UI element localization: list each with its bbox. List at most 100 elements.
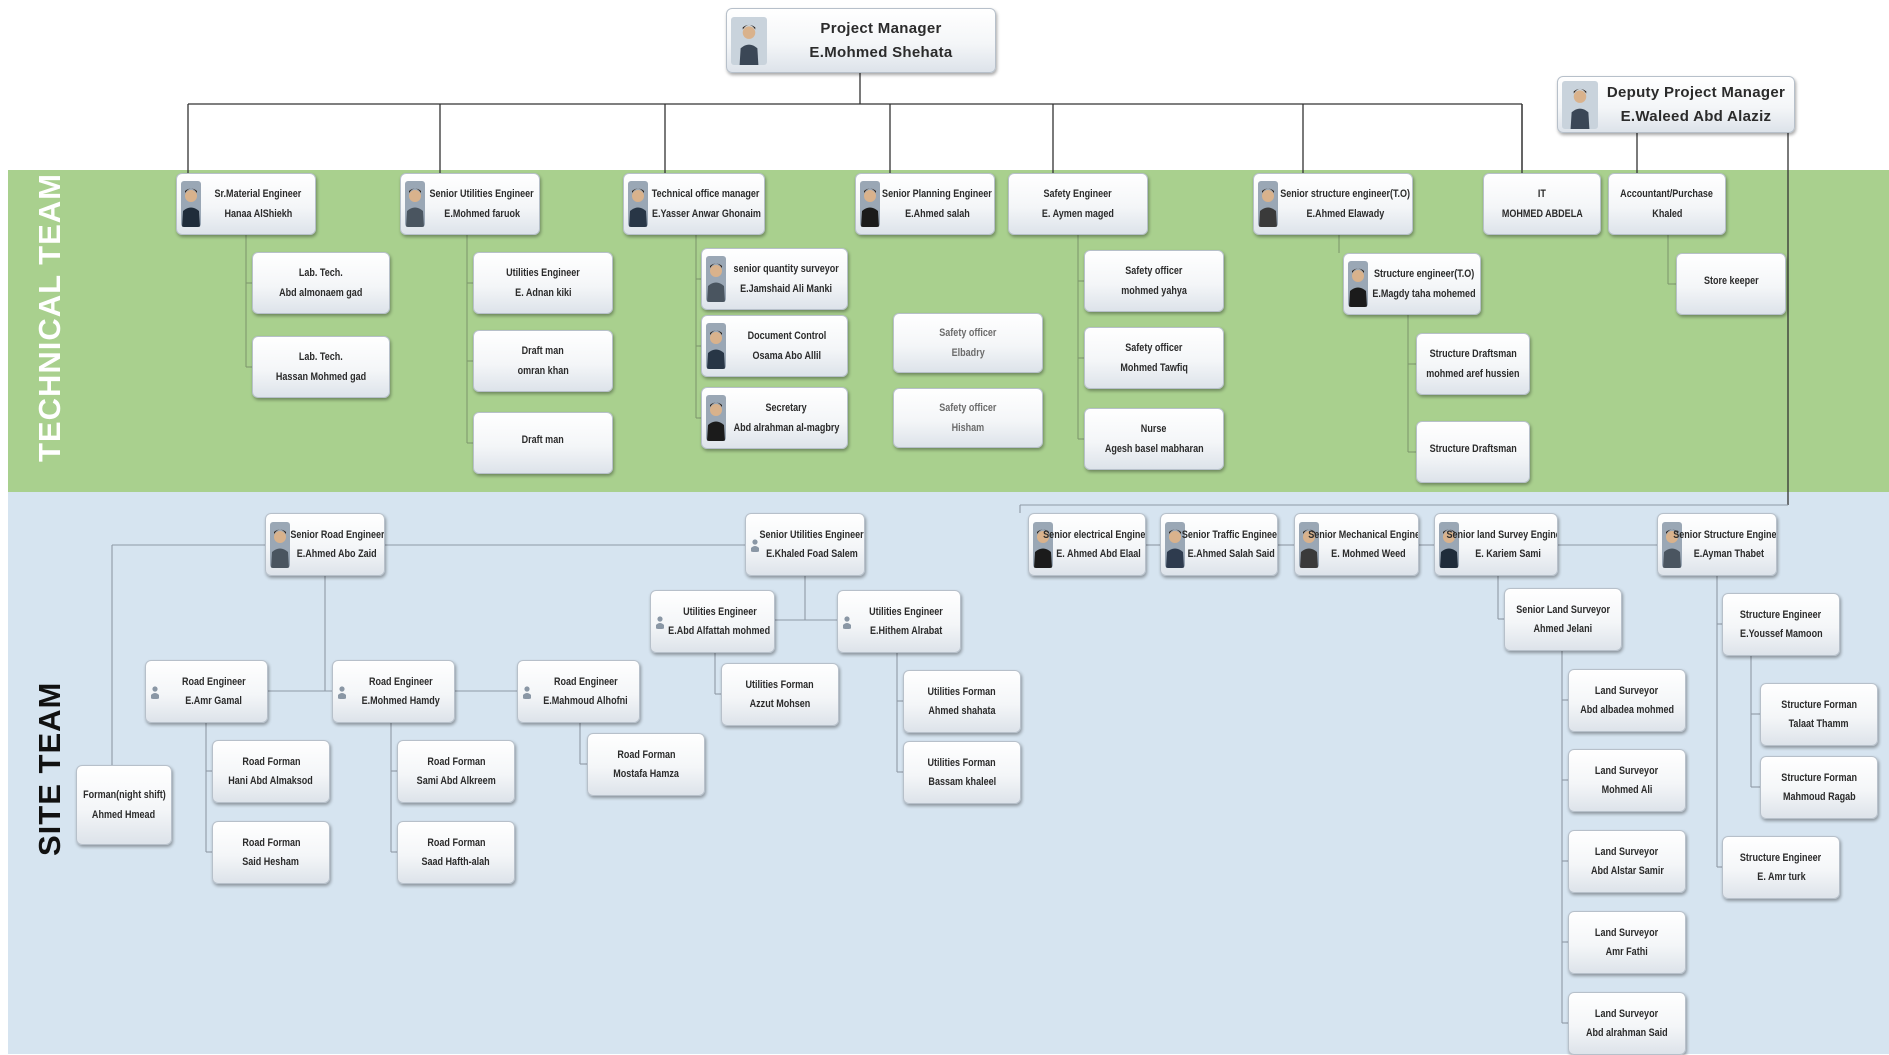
node-name: Abd alrahman Said <box>1586 1027 1668 1039</box>
node-title: Sr.Material Engineer <box>214 188 302 201</box>
node-title: Deputy Project Manager <box>1606 83 1786 101</box>
node-title: Land Surveyor <box>1595 764 1659 777</box>
node-title: Utilities Engineer <box>869 605 943 618</box>
node-name: E.Yasser Anwar Ghonaim <box>651 207 761 220</box>
node-name: E.Mohmed Shehata <box>809 44 953 61</box>
node-title: Road Forman <box>616 748 676 761</box>
node-title: Utilities Forman <box>927 685 997 698</box>
node-title: Senior electrical Engineer <box>1043 528 1146 541</box>
node-title: Project Manager <box>820 19 942 37</box>
node-title: Accountant/Purchase <box>1620 188 1714 201</box>
person-placeholder-icon <box>522 685 532 699</box>
node-title: Lab. Tech. <box>299 267 343 280</box>
node-name: E.Ahmed salah <box>904 207 970 220</box>
node-title: Land Surveyor <box>1595 845 1659 858</box>
node-name: E. Kariem Sami <box>1475 548 1541 560</box>
node-title: Road Forman <box>426 836 486 849</box>
org-node-ue1: Utilities Engineer E. Adnan kiki <box>473 252 613 314</box>
org-node-lab2: Lab. Tech.Hassan Mohmed gad <box>252 336 390 398</box>
node-name: Osama Abo Allil <box>752 349 821 362</box>
node-name: E. Adnan kiki <box>514 286 572 299</box>
org-node-dm2: Draft man <box>473 412 613 474</box>
node-title: Senior Utilities Engineer <box>429 188 535 201</box>
node-name: Bassam khaleel <box>928 776 996 788</box>
node-title: Senior land Survey Engineer <box>1446 528 1558 541</box>
person-photo-icon <box>1299 521 1319 568</box>
node-title: Senior Land Surveyor <box>1516 603 1610 616</box>
person-photo-icon <box>1562 80 1598 129</box>
node-title: Road Engineer <box>181 675 246 688</box>
node-name: E.Abd Alfattah mohmed <box>668 625 771 637</box>
person-photo-icon <box>706 395 726 441</box>
node-title: Senior Road Engineer <box>289 528 385 541</box>
node-name: E.Jamshaid Ali Manki <box>740 282 833 295</box>
person-placeholder-icon <box>655 615 665 629</box>
node-title: Draft man <box>521 434 565 447</box>
node-name: Abd Alstar Samir <box>1590 865 1664 877</box>
node-title: Safety officer <box>1125 342 1183 355</box>
org-node-store: Store keeper <box>1676 253 1786 315</box>
node-title: Forman(night shift) <box>82 789 166 802</box>
person-photo-icon <box>405 181 425 227</box>
node-title: Utilities Forman <box>927 756 997 769</box>
org-node-sstr: Senior structure engineer(T.O)E.Ahmed El… <box>1253 173 1413 235</box>
person-photo-icon <box>270 521 290 568</box>
node-name: E.Khaled Foad Salem <box>766 548 858 560</box>
person-photo-icon <box>706 256 726 302</box>
node-title: Utilities Engineer <box>506 267 580 280</box>
node-name: Abd almonaem gad <box>279 286 363 299</box>
node-title: Lab. Tech. <box>299 351 343 364</box>
node-name: Hanaa AlShiekh <box>224 207 292 220</box>
node-name: omran khan <box>517 364 569 377</box>
node-name: Abd alrahman al-magbry <box>733 421 840 434</box>
node-title: Senior Mechanical Engineer <box>1308 528 1419 541</box>
node-name: E.Ayman Thabet <box>1693 548 1765 560</box>
person-photo-icon <box>1662 521 1682 568</box>
node-name: Mostafa Hamza <box>613 768 679 780</box>
node-title: Road Forman <box>426 755 486 768</box>
org-node-sland: Senior land Survey Engineer E. Kariem Sam… <box>1434 513 1558 576</box>
person-photo-icon <box>1439 521 1459 568</box>
person-photo-icon <box>860 181 880 227</box>
node-name: E. Amr turk <box>1756 871 1806 883</box>
node-name: Ahmed Jelani <box>1533 623 1593 635</box>
node-name: Mohmed Ali <box>1601 784 1653 796</box>
node-title: Land Surveyor <box>1595 684 1659 697</box>
node-title: Senior Traffic Engineer <box>1181 528 1278 541</box>
node-name: Elbadry <box>951 346 985 359</box>
person-photo-icon <box>1348 261 1368 307</box>
node-name: Ahmed shahata <box>928 705 996 717</box>
node-title: Road Engineer <box>553 675 618 688</box>
node-title: Structure Forman <box>1781 698 1857 711</box>
node-name: E.Youssef Mamoon <box>1739 628 1823 640</box>
node-title: Land Surveyor <box>1595 926 1659 939</box>
node-title: Structure engineer(T.O) <box>1373 268 1475 281</box>
node-title: Safety officer <box>1125 265 1183 278</box>
node-title: Road Engineer <box>368 675 433 688</box>
node-name: Talaat Thamm <box>1789 718 1849 730</box>
node-name: Mohmed Tawfiq <box>1120 361 1188 374</box>
